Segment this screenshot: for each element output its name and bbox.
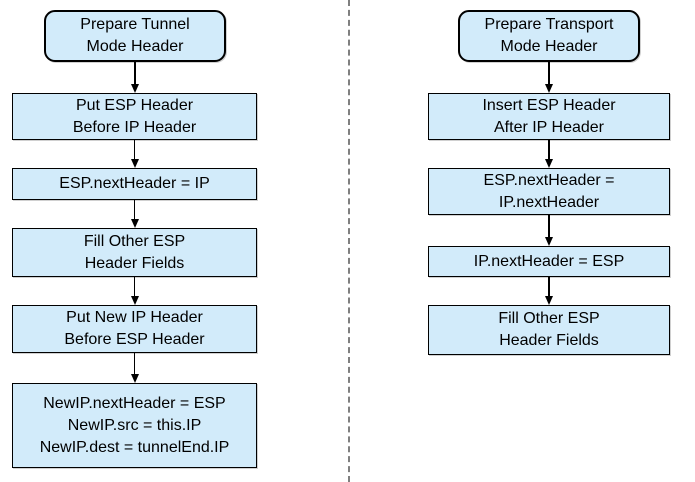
arrowhead-icon — [130, 219, 139, 228]
flow-node-text: NewIP.nextHeader = ESP — [43, 394, 226, 412]
flow-node-text: Put New IP Header — [66, 309, 203, 326]
flow-node-text: IP.nextHeader = ESP — [473, 252, 625, 270]
arrow-shaft — [548, 140, 550, 159]
arrow-shaft — [134, 62, 136, 84]
flow-node-text: Mode Header — [500, 38, 598, 55]
flow-node-text: Fill Other ESP — [498, 310, 600, 327]
flow-node-tunnel-mode-flow-2: ESP.nextHeader = IP — [12, 168, 257, 200]
arrow-down-icon — [130, 140, 139, 168]
arrowhead-icon — [545, 159, 553, 168]
arrowhead-icon — [130, 296, 139, 305]
flow-node-transport-mode-flow-4: Fill Other ESP Header Fields — [428, 305, 670, 355]
arrowhead-icon — [545, 84, 553, 93]
flow-node-text: NewIP.dest = tunnelEnd.IP — [39, 438, 230, 456]
arrow-shaft — [133, 353, 136, 374]
arrowhead-icon — [130, 159, 139, 168]
arrowhead-icon — [130, 374, 139, 383]
arrow-down-icon — [545, 277, 554, 305]
flow-node-text: Before IP Header — [72, 118, 197, 136]
arrow-down-icon — [131, 62, 140, 93]
flow-node-text: After IP Header — [494, 118, 604, 136]
flow-node-text: NewIP.src = this.IP — [67, 416, 202, 434]
flow-node-text: Header Fields — [84, 254, 185, 272]
arrow-down-icon — [545, 140, 554, 168]
arrow-down-icon — [545, 62, 554, 93]
flow-node-text: ESP.nextHeader = IP — [59, 175, 210, 192]
arrow-shaft — [548, 62, 550, 84]
arrow-down-icon — [130, 277, 139, 305]
arrowhead-icon — [545, 296, 553, 305]
flow-node-transport-mode-flow-3: IP.nextHeader = ESP — [428, 246, 670, 277]
flow-node-text: Header Fields — [499, 332, 599, 349]
arrow-down-icon — [545, 215, 554, 246]
arrow-shaft — [548, 277, 550, 296]
arrowhead-icon — [545, 237, 553, 246]
arrow-shaft — [133, 277, 136, 296]
arrow-down-icon — [130, 200, 139, 228]
flow-node-text: IP.nextHeader — [498, 193, 600, 211]
arrow-down-icon — [130, 353, 139, 383]
flow-node-tunnel-mode-flow-5: NewIP.nextHeader = ESP NewIP.src = this.I… — [12, 383, 257, 468]
arrow-shaft — [133, 200, 136, 219]
column-divider-dashed-line — [348, 0, 350, 482]
flow-node-text: Mode Header — [86, 38, 184, 55]
flow-node-text: ESP.nextHeader = — [483, 171, 615, 189]
flow-node-tunnel-mode-flow-3: Fill Other ESP Header Fields — [12, 228, 257, 277]
flow-node-text: Insert ESP Header — [482, 96, 616, 114]
flow-node-text: Put ESP Header — [75, 96, 194, 114]
flow-node-transport-mode-flow-2: ESP.nextHeader = IP.nextHeader — [428, 168, 670, 215]
flow-node-text: Before ESP Header — [64, 331, 205, 348]
arrow-shaft — [133, 140, 136, 159]
arrowhead-icon — [131, 84, 139, 93]
arrow-shaft — [548, 215, 550, 237]
flow-node-text: Fill Other ESP — [83, 232, 186, 250]
flow-node-text: Prepare Tunnel — [80, 16, 190, 33]
flow-node-text: Prepare Transport — [484, 16, 614, 33]
